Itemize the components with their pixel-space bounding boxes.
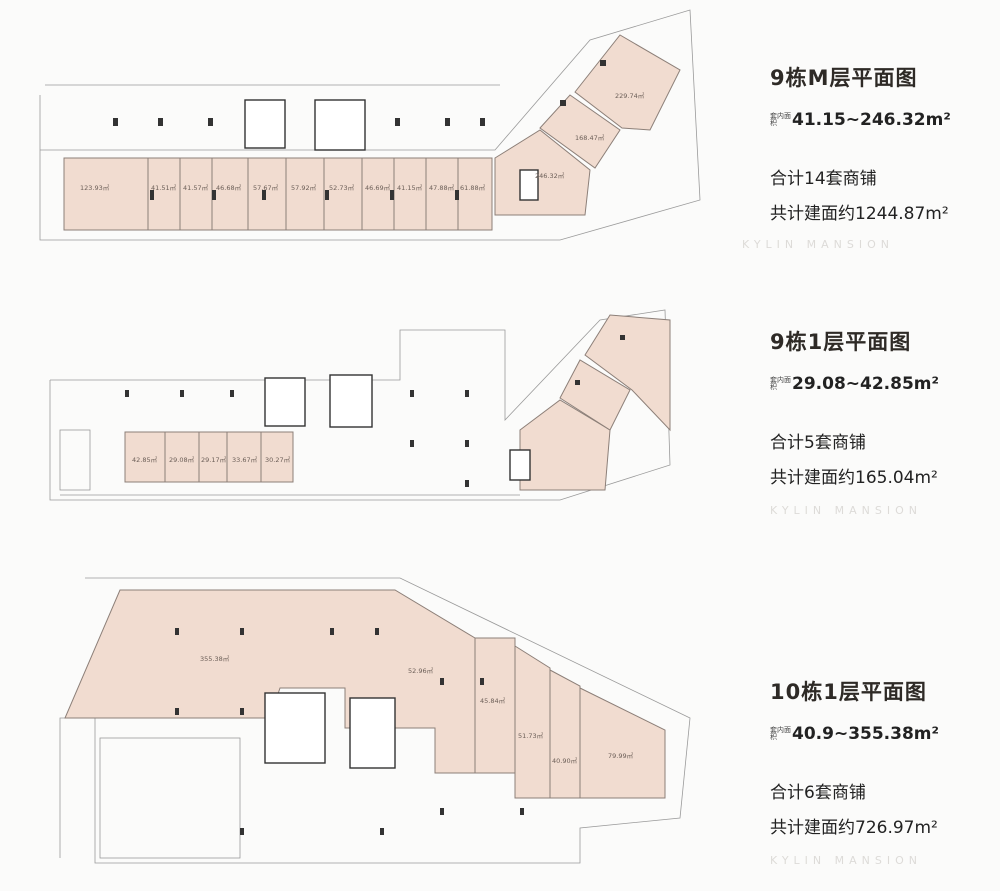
stair-core	[509, 449, 531, 481]
plan-title: 9栋1层平面图	[770, 330, 912, 354]
total-area: 共计建面约1244.87m²	[770, 204, 949, 224]
floor-plan-10-1: 355.38㎡ 52.96㎡ 45.84㎡ 51.73㎡ 40.90㎡ 79.9…	[59, 577, 691, 864]
plan-title: 9栋M层平面图	[770, 66, 918, 90]
unit-area-label: 52.73㎡	[329, 183, 355, 192]
stair-core	[264, 692, 326, 764]
unit-area-label: 41.51㎡	[151, 183, 177, 192]
area-range-prefix: 套内面积	[770, 726, 791, 741]
shop-unit	[514, 645, 551, 799]
shop-unit	[425, 157, 459, 231]
unit-area-label: 45.84㎡	[480, 696, 506, 705]
unit-area-label: 229.74㎡	[615, 91, 645, 100]
unit-area-label: 246.32㎡	[535, 171, 565, 180]
unit-area-label: 51.73㎡	[518, 731, 544, 740]
shop-unit	[549, 669, 581, 799]
unit-area-label: 47.88㎡	[429, 183, 455, 192]
plan-title: 10栋1层平面图	[770, 680, 927, 704]
shop-unit	[63, 157, 149, 231]
stair-core	[519, 169, 539, 201]
shop-unit	[579, 687, 666, 799]
shop-unit	[247, 157, 287, 231]
unit-area-label: 46.69㎡	[365, 183, 391, 192]
unit-area-label: 123.93㎡	[80, 183, 110, 192]
plan-panel-9-m: 123.93㎡ 41.51㎡ 41.57㎡ 46.68㎡ 57.67㎡ 57.9…	[0, 0, 1000, 270]
total-area: 共计建面约726.97m²	[770, 818, 938, 838]
shop-unit	[361, 157, 395, 231]
shop-unit	[198, 431, 228, 483]
stair-core	[264, 377, 306, 427]
elevator-core	[314, 99, 366, 151]
unit-area-label: 30.27㎡	[265, 455, 291, 464]
area-range-prefix: 套内面积	[770, 112, 791, 127]
shop-unit	[179, 157, 213, 231]
stair-core	[244, 99, 286, 149]
total-area: 共计建面约165.04m²	[770, 468, 938, 488]
unit-area-label: 57.92㎡	[291, 183, 317, 192]
shop-unit	[494, 129, 591, 216]
shop-unit	[574, 34, 681, 131]
shop-unit	[474, 637, 516, 774]
shop-unit	[260, 431, 294, 483]
unit-area-label: 33.67㎡	[232, 455, 258, 464]
unit-area-label: 41.15㎡	[397, 183, 423, 192]
total-units: 合计5套商铺	[770, 433, 866, 453]
unit-area-label: 52.96㎡	[408, 666, 434, 675]
watermark: KYLIN MANSION	[770, 504, 922, 517]
unit-area-label: 61.88㎡	[460, 183, 486, 192]
shop-unit	[323, 157, 363, 231]
shop-unit	[285, 157, 325, 231]
shop-unit	[211, 157, 249, 231]
elevator-core	[349, 697, 396, 769]
shop-unit	[457, 157, 493, 231]
shop-unit	[124, 431, 166, 483]
watermark: KYLIN MANSION	[770, 854, 922, 867]
shop-unit	[164, 431, 200, 483]
area-range-prefix: 套内面积	[770, 376, 791, 391]
elevator-core	[329, 374, 373, 428]
plan-panel-10-1: 355.38㎡ 52.96㎡ 45.84㎡ 51.73㎡ 40.90㎡ 79.9…	[0, 568, 1000, 891]
watermark: KYLIN MANSION	[742, 238, 894, 251]
total-units: 合计14套商铺	[770, 169, 877, 189]
unit-area-label: 355.38㎡	[200, 654, 230, 663]
unit-area-label: 168.47㎡	[575, 133, 605, 142]
unit-area-label: 29.17㎡	[201, 455, 227, 464]
unit-area-label: 40.90㎡	[552, 756, 578, 765]
unit-area-label: 79.99㎡	[608, 751, 634, 760]
shop-unit	[393, 157, 427, 231]
plan-panel-9-1: 42.85㎡ 29.08㎡ 29.17㎡ 33.67㎡ 30.27㎡ 9栋1层平…	[0, 290, 1000, 530]
unit-area-label: 46.68㎡	[216, 183, 242, 192]
total-units: 合计6套商铺	[770, 783, 866, 803]
unit-area-label: 41.57㎡	[183, 183, 209, 192]
unit-area-label: 57.67㎡	[253, 183, 279, 192]
floor-plan-9-m: 123.93㎡ 41.51㎡ 41.57㎡ 46.68㎡ 57.67㎡ 57.9…	[39, 9, 701, 241]
unit-area-label: 29.08㎡	[169, 455, 195, 464]
unit-area-label: 42.85㎡	[132, 455, 158, 464]
floor-plan-9-1: 42.85㎡ 29.08㎡ 29.17㎡ 33.67㎡ 30.27㎡	[49, 309, 671, 501]
